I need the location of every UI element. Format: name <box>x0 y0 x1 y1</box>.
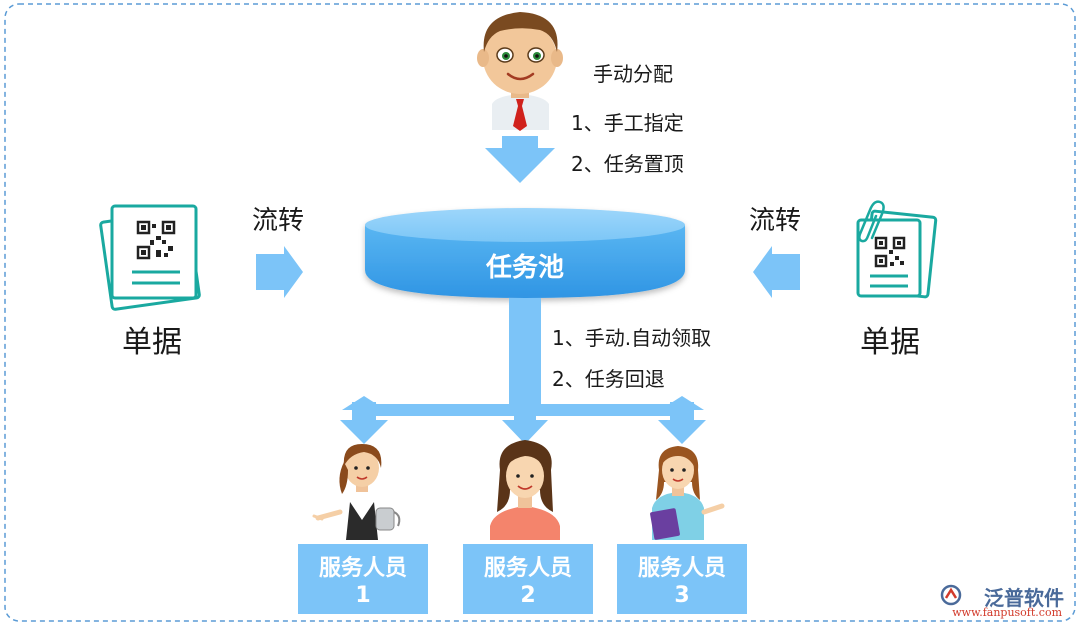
manager-item-2: 2、任务置顶 <box>571 152 684 176</box>
task-pool-label: 任务池 <box>485 253 564 283</box>
staff-2-figure <box>490 440 560 540</box>
manager-title: 手动分配 <box>593 62 673 86</box>
staff-3-label: 服务人员 <box>638 556 726 581</box>
left-flow-arrow <box>256 246 303 298</box>
staff-1-number: 1 <box>355 583 370 608</box>
left-document-label: 单据 <box>122 325 182 360</box>
staff-1-figure <box>312 444 401 540</box>
staff-2-number: 2 <box>520 583 535 608</box>
manager-down-arrow <box>485 136 555 183</box>
pool-item-1: 1、手动.自动领取 <box>552 326 711 350</box>
staff-2-label: 服务人员 <box>484 556 572 581</box>
distribution-arrows <box>340 298 706 444</box>
manager-item-1: 1、手工指定 <box>571 111 684 135</box>
staff-box-1 <box>298 544 428 614</box>
right-document-label: 单据 <box>860 325 920 360</box>
left-qr-code-icon <box>136 220 176 260</box>
staff-box-3 <box>617 544 747 614</box>
right-flow-arrow <box>753 246 800 298</box>
watermark: 泛普软件 www.fanpusoft.com <box>940 582 1070 620</box>
watermark-name: 泛普软件 <box>984 586 1064 610</box>
staff-3-number: 3 <box>674 583 689 608</box>
right-flow-label: 流转 <box>749 206 801 236</box>
staff-3-figure <box>650 446 725 540</box>
fanpu-logo-icon <box>940 584 962 606</box>
right-qr-code-icon <box>874 236 906 268</box>
left-flow-label: 流转 <box>252 206 304 236</box>
pool-item-2: 2、任务回退 <box>552 367 665 391</box>
paperclip-icon <box>858 200 885 243</box>
manager-icon <box>477 12 563 131</box>
staff-1-label: 服务人员 <box>319 556 407 581</box>
outer-frame <box>4 3 1076 622</box>
staff-box-2 <box>463 544 593 614</box>
task-pool-cylinder <box>365 208 685 298</box>
watermark-url: www.fanpusoft.com <box>952 606 1062 619</box>
right-document-icon <box>856 200 938 299</box>
left-document-icon <box>99 204 201 311</box>
